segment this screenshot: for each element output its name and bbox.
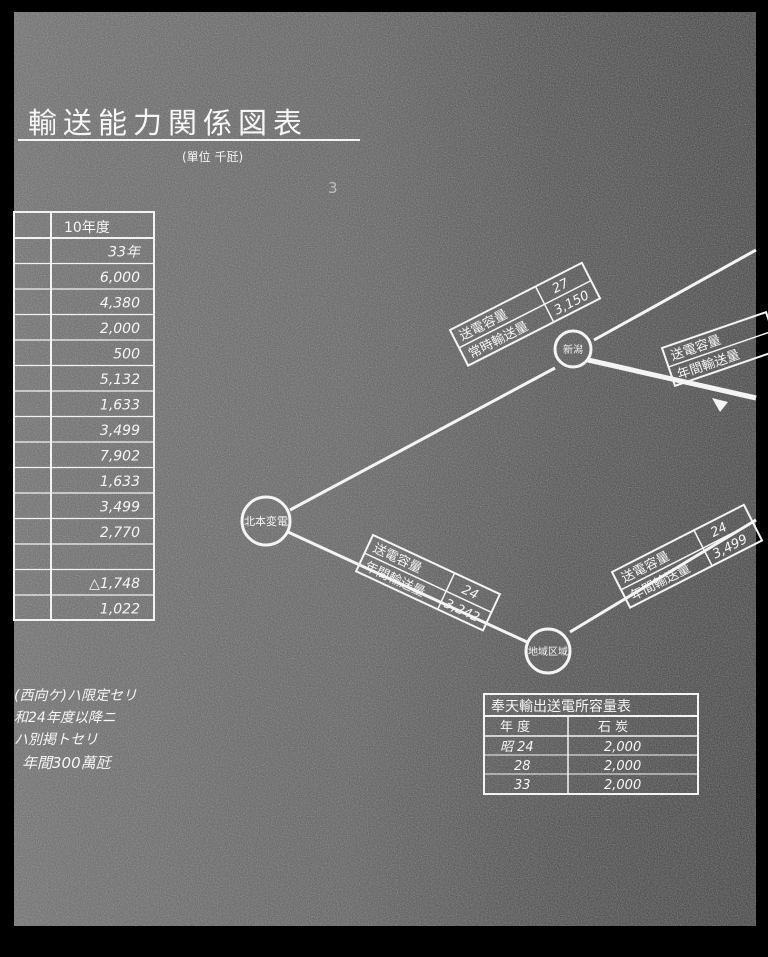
bottom-table-header-value: 石 炭 (598, 720, 628, 735)
bottom-table-title: 奉天輸出送電所容量表 (491, 698, 631, 715)
diagram-title: 輸送能力関係図表 (28, 106, 308, 140)
stray-mark: 3 (328, 179, 338, 197)
node-top-label: 新潟 (563, 343, 583, 356)
left-note: ハ別掲トセリ (14, 732, 98, 748)
box-lower-right: 送電容量 年間輸送量 24 3,499 (610, 503, 764, 609)
left-table-cell: 4,380 (100, 296, 140, 312)
left-table-cell: 3,499 (100, 500, 140, 516)
left-table-cell: 33年 (108, 245, 142, 261)
box-middle-value1: 24 (459, 583, 480, 604)
line-top-to-right-edge (593, 248, 757, 342)
line-left-to-top (289, 366, 556, 512)
left-table-cell: 2,770 (100, 525, 140, 541)
left-table-cell: △1,748 (89, 576, 140, 592)
bottom-table-cell: 2,000 (604, 759, 641, 774)
node-left: 北本変電 (240, 495, 292, 547)
node-bottom: 地域区域 (524, 627, 572, 675)
line-bottom-to-right-edge (569, 518, 757, 634)
unit-note: (單位 千瓩) (182, 149, 243, 164)
box-upper-left-value1: 27 (550, 276, 572, 297)
box-upper-right: 送電容量 年間輸送量 (660, 310, 768, 388)
bottom-table-cell: 2,000 (604, 778, 641, 793)
left-table-cell: 7,902 (100, 449, 140, 465)
bottom-table-cell: 昭 24 (500, 740, 534, 755)
left-table-cell: 2,000 (100, 321, 140, 337)
bottom-table: 奉天輸出送電所容量表 年 度 石 炭 昭 24 2,000 28 2,000 3… (483, 693, 699, 795)
left-table-cell: 6,000 (100, 270, 140, 286)
left-table-cell: 500 (113, 347, 140, 363)
arrowhead (712, 398, 728, 412)
bottom-table-cell: 2,000 (604, 740, 641, 755)
left-table: 10年度 33年 6,000 4,380 2,000 500 5,132 1,633 3,49… (13, 211, 155, 621)
bottom-table-frame (483, 693, 699, 795)
left-table-cell: 1,633 (100, 398, 140, 414)
left-note: 和24年度以降ニ (14, 710, 116, 726)
left-table-cell: 3,499 (100, 423, 140, 439)
node-top: 新潟 (553, 329, 593, 369)
bottom-table-cell: 33 (514, 778, 531, 793)
bottom-table-cell: 28 (514, 759, 531, 774)
left-table-header: 10年度 (64, 220, 110, 236)
left-table-cell: 1,022 (100, 602, 140, 618)
box-middle: 送電容量 年間輸送量 24 3,242 (354, 533, 502, 632)
node-bottom-label: 地域区域 (528, 645, 568, 658)
bottom-table-header-year: 年 度 (500, 719, 530, 735)
left-table-cell: 1,633 (100, 474, 140, 490)
left-note: 年間300萬瓩 (22, 754, 113, 772)
left-note: (西向ケ)ハ限定セリ (14, 688, 137, 704)
paper-sheet (14, 12, 756, 926)
box-lower-right-value1: 24 (708, 520, 730, 541)
left-table-cell: 5,132 (100, 372, 140, 388)
node-left-label: 北本変電 (244, 514, 288, 528)
